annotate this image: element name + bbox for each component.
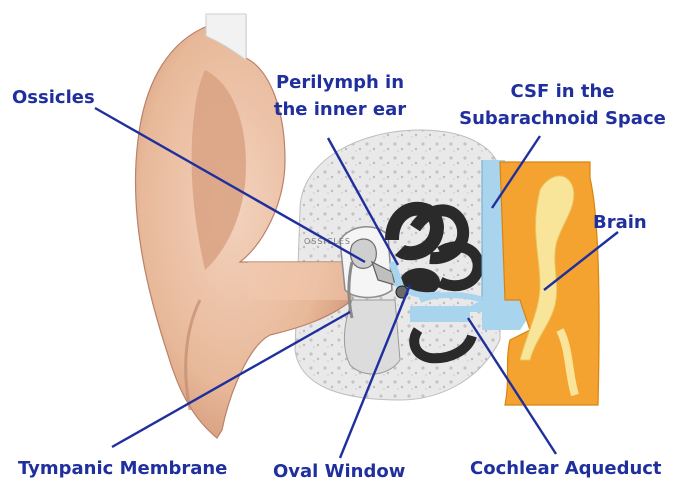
ear-canal (248, 262, 352, 300)
label-csf: CSF in the Subarachnoid Space (455, 78, 670, 132)
label-csf-line1: CSF in the (455, 78, 670, 105)
label-perilymph: Perilymph in the inner ear (270, 69, 410, 123)
label-cochlear-aqueduct: Cochlear Aqueduct (470, 455, 662, 482)
label-brain: Brain (593, 209, 647, 236)
brain (500, 162, 599, 405)
label-oval-window: Oval Window (273, 458, 405, 485)
label-csf-line2: Subarachnoid Space (455, 105, 670, 132)
label-tympanic-membrane: Tympanic Membrane (18, 455, 227, 482)
label-perilymph-line1: Perilymph in (270, 69, 410, 96)
label-perilymph-line2: the inner ear (270, 96, 410, 123)
label-ossicles: Ossicles (12, 84, 95, 111)
